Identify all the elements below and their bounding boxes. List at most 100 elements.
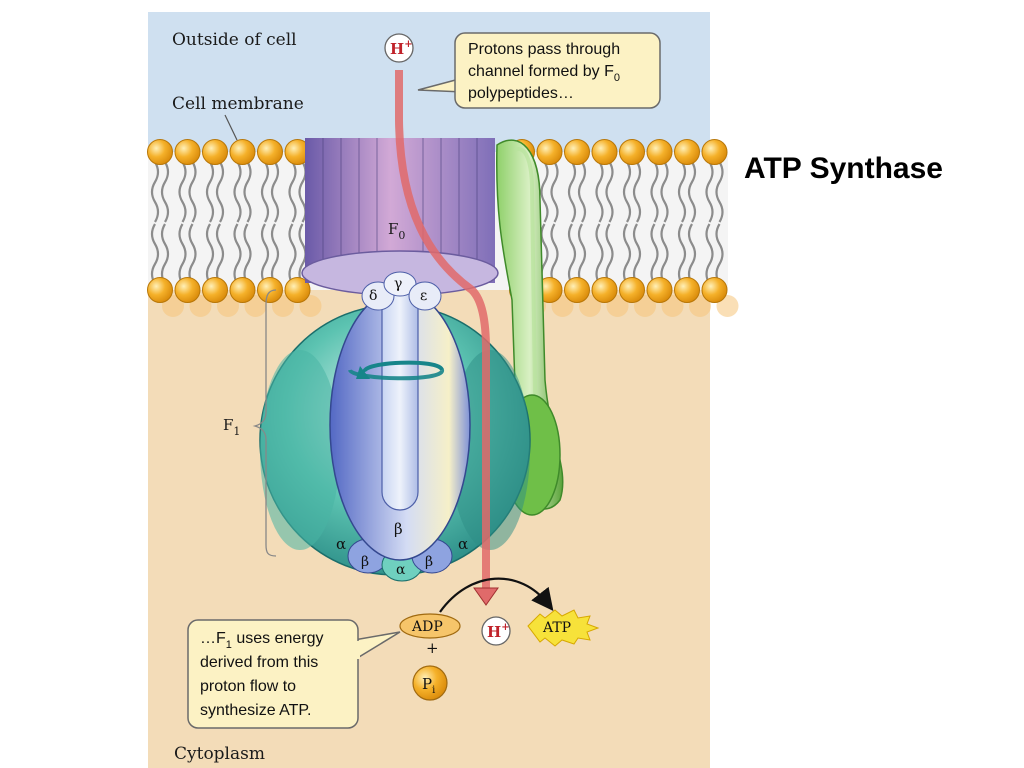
svg-text:F1: F1 — [223, 416, 240, 438]
lipid-head — [646, 277, 673, 303]
lipid-tail — [595, 223, 604, 285]
lipid-tail — [660, 223, 669, 285]
lipid-head — [202, 277, 228, 303]
lipid-tail — [550, 161, 559, 223]
lipid-head — [591, 277, 618, 303]
outside-of-cell-label: Outside of cell — [172, 30, 297, 50]
lipid-tail — [577, 161, 587, 223]
cytoplasm-label: Cytoplasm — [174, 744, 265, 764]
svg-text:H+: H+ — [487, 622, 510, 641]
lipid-tail — [233, 223, 242, 285]
lipid-tail — [650, 223, 659, 285]
lipid-tail — [233, 161, 242, 223]
lipid-tail — [188, 223, 197, 285]
lipid-tail — [677, 223, 687, 285]
lipid-head — [591, 139, 618, 165]
lipid-tail — [622, 223, 632, 285]
lipid-tail — [205, 223, 215, 285]
lipid-head — [229, 277, 256, 303]
subunit-beta-center: β — [394, 520, 403, 538]
proton-flow-arrow — [395, 70, 499, 606]
lipid-tail — [705, 161, 714, 223]
callout-top-line1: Protons pass through — [468, 41, 620, 58]
lipid-tail — [567, 223, 577, 285]
lipid-tail — [160, 223, 170, 285]
lipid-head — [174, 139, 201, 165]
lipid-tail — [550, 223, 559, 285]
f1-complex: δ γ ε α α β β α β — [259, 271, 531, 582]
callout-bottom-line3: proton flow to — [200, 678, 296, 695]
lipid-head — [619, 139, 645, 165]
lipid-tail — [288, 223, 297, 285]
lipid-head — [257, 139, 283, 165]
callout-bottom-line4: synthesize ATP. — [200, 702, 311, 719]
proton-top: H+ — [384, 33, 414, 63]
proton-bottom: H+ — [481, 616, 511, 646]
lipid-tail — [632, 223, 642, 285]
lipid-tail — [677, 161, 687, 223]
lipid-tail — [705, 223, 714, 285]
plus-sign: + — [426, 639, 439, 657]
lipid-tail — [715, 223, 724, 285]
f1-brace: F1 — [223, 289, 277, 557]
lipid-tail — [160, 161, 170, 223]
lipid-head — [701, 277, 728, 303]
subunit-alpha-right: α — [458, 535, 468, 553]
lipid-tail — [260, 161, 270, 223]
lipid-tail — [178, 223, 187, 285]
lipid-head — [646, 139, 673, 165]
callout-bottom-line1: …F — [200, 630, 226, 647]
svg-text:…F1 uses energy: …F1 uses energy — [200, 630, 324, 651]
lipid-tail — [288, 161, 297, 223]
lipid-tail — [567, 161, 577, 223]
lipid-head — [536, 139, 563, 165]
lipid-tail — [622, 161, 632, 223]
svg-text:F0: F0 — [388, 220, 405, 242]
lipid-tail — [215, 223, 225, 285]
lipid-tail — [540, 161, 549, 223]
lipid-tail — [687, 161, 697, 223]
phosphate-molecule: Pi — [412, 665, 448, 701]
lipid-tail — [205, 161, 215, 223]
lipid-head — [701, 139, 728, 165]
lipid-head — [202, 139, 228, 165]
lipid-tail — [178, 161, 187, 223]
lipid-tail — [605, 223, 614, 285]
callout-bottom-line2: derived from this — [200, 654, 318, 671]
lipid-tail — [270, 161, 280, 223]
lipid-tail — [595, 161, 604, 223]
lipid-tail — [650, 161, 659, 223]
synthesis-arrow — [439, 577, 554, 613]
f0-label: F — [388, 220, 398, 238]
lipid-head — [147, 139, 173, 165]
lipid-tail — [150, 161, 160, 223]
slide-title: ATP Synthase — [744, 152, 943, 185]
callout-top: Protons pass through channel formed by F… — [417, 32, 661, 109]
subunit-beta-bottom-left: β — [361, 554, 369, 570]
lipid-head — [619, 277, 645, 303]
lipid-tail — [687, 223, 697, 285]
lipid-head — [674, 277, 700, 303]
callout-top-line3: polypeptides… — [468, 85, 574, 102]
lipid-head — [174, 277, 201, 303]
callout-top-line2: channel formed by F — [468, 63, 614, 80]
f0-subscript: 0 — [398, 229, 405, 242]
lipid-tail — [150, 223, 160, 285]
svg-text:ATP: ATP — [542, 620, 571, 636]
lipid-tail — [577, 223, 587, 285]
lipid-head — [674, 139, 700, 165]
lipid-tail — [270, 223, 280, 285]
adp-molecule: ADP — [399, 613, 461, 639]
lipid-tail — [605, 161, 614, 223]
subunit-alpha-left: α — [336, 535, 346, 553]
lipid-head — [564, 139, 590, 165]
f1-subscript: 1 — [233, 425, 240, 438]
cell-membrane-pointer — [224, 114, 238, 141]
svg-text:channel formed by F0: channel formed by F0 — [468, 63, 620, 84]
lipid-tail — [243, 223, 252, 285]
svg-text:H+: H+ — [390, 39, 413, 58]
lipid-tail — [260, 223, 270, 285]
subunit-beta-bottom-right: β — [425, 554, 433, 570]
lipid-head — [257, 277, 283, 303]
